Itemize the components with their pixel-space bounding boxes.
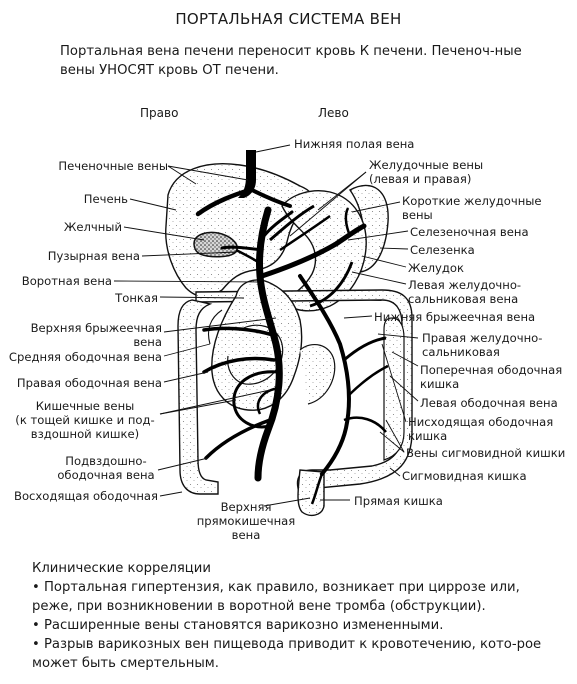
clinical-item: • Расширенные вены становятся варикозно … bbox=[32, 618, 444, 633]
label-inferior-mesenteric-vein: Нижняя брыжеечная вена bbox=[374, 310, 536, 324]
splenic-vein bbox=[259, 223, 367, 279]
label-short-gastric-veins: Короткие желудочные вены bbox=[402, 194, 542, 222]
hepatic-veins bbox=[195, 187, 253, 217]
colon bbox=[195, 289, 413, 501]
left-gastroepiploic-vein bbox=[309, 261, 354, 308]
right-colic-vein bbox=[202, 356, 276, 374]
left-colic-vein bbox=[343, 336, 387, 362]
leader-lines bbox=[113, 144, 419, 507]
intestinal-veins bbox=[232, 370, 279, 429]
label-portal-vein: Воротная вена bbox=[21, 274, 112, 288]
clinical-correlations: Клинические корреляции • Портальная гипе… bbox=[32, 559, 552, 673]
label-left-gastroepiploic-vein: Левая желудочно- сальниковая вена bbox=[408, 278, 522, 306]
ileocolic-vein bbox=[204, 418, 272, 460]
label-inferior-vena-cava: Нижняя полая вена bbox=[294, 137, 415, 151]
label-hepatic-veins: Печеночные вены bbox=[58, 159, 168, 173]
label-gastric-veins: Желудочные вены (левая и правая) bbox=[369, 158, 484, 186]
label-rectum: Прямая кишка bbox=[354, 494, 443, 508]
intro-text: Портальная вена печени переносит кровь К… bbox=[60, 44, 522, 78]
short-gastric-veins bbox=[344, 207, 352, 237]
label-transverse-colon: Поперечная ободочная кишка bbox=[420, 363, 563, 391]
ascending-colon bbox=[177, 299, 219, 495]
label-ileocolic-vein: Подвздошно- ободочная вена bbox=[57, 454, 155, 482]
rectum bbox=[297, 469, 325, 517]
cystic-vein bbox=[235, 248, 259, 264]
label-intestinal-veins: Кишечные вены (к тощей кишке и под- вздо… bbox=[15, 399, 155, 441]
clinical-item: • Портальная гипертензия, как правило, в… bbox=[32, 580, 520, 614]
sigmoid-veins bbox=[343, 416, 387, 433]
label-superior-rectal-vein: Верхняя прямокишечная вена bbox=[196, 500, 296, 542]
label-sigmoid-colon: Сигмовидная кишка bbox=[402, 469, 527, 483]
clinical-heading: Клинические корреляции bbox=[32, 561, 211, 576]
label-sigmoid-veins: Вены сигмовидной кишки bbox=[406, 446, 566, 460]
label-right-gastroepiploic-vein: Правая желудочно- сальниковая bbox=[422, 331, 543, 359]
page-title: ПОРТАЛЬНАЯ СИСТЕМА ВЕН bbox=[175, 10, 402, 28]
label-left-colic-vein: Левая ободочная вена bbox=[420, 396, 558, 410]
superior-rectal-vein bbox=[310, 473, 324, 505]
label-stomach: Желудок bbox=[408, 261, 465, 275]
clinical-item: • Разрыв варикозных вен пищевода приводи… bbox=[32, 637, 542, 671]
side-label-left: Лево bbox=[318, 106, 349, 120]
label-right-colic-vein: Правая ободочная вена bbox=[16, 376, 162, 390]
label-superior-mesenteric-vein: Верхняя брыжеечная вена bbox=[30, 321, 162, 349]
inferior-mesenteric-vein bbox=[298, 274, 351, 476]
label-descending-colon: Нисходящая ободочная кишка bbox=[408, 415, 554, 443]
label-liver: Печень bbox=[83, 192, 128, 206]
liver bbox=[165, 163, 314, 298]
portal-vein bbox=[254, 206, 283, 482]
label-cystic-vein: Пузырная вена bbox=[47, 249, 140, 263]
gastric-veins bbox=[269, 204, 315, 242]
label-small-intestine: Тонкая bbox=[115, 291, 158, 305]
label-gallbladder: Желчный bbox=[63, 220, 122, 234]
label-splenic-vein: Селезеночная вена bbox=[410, 225, 529, 239]
middle-colic-vein bbox=[202, 326, 278, 338]
label-middle-colic-vein: Средняя ободочная вена bbox=[8, 350, 162, 364]
label-ascending-colon: Восходящая ободочная bbox=[13, 489, 158, 503]
descending-colon bbox=[383, 317, 405, 461]
inferior-vena-cava bbox=[238, 150, 256, 198]
side-label-right: Право bbox=[140, 106, 179, 120]
label-spleen: Селезенка bbox=[410, 243, 475, 257]
